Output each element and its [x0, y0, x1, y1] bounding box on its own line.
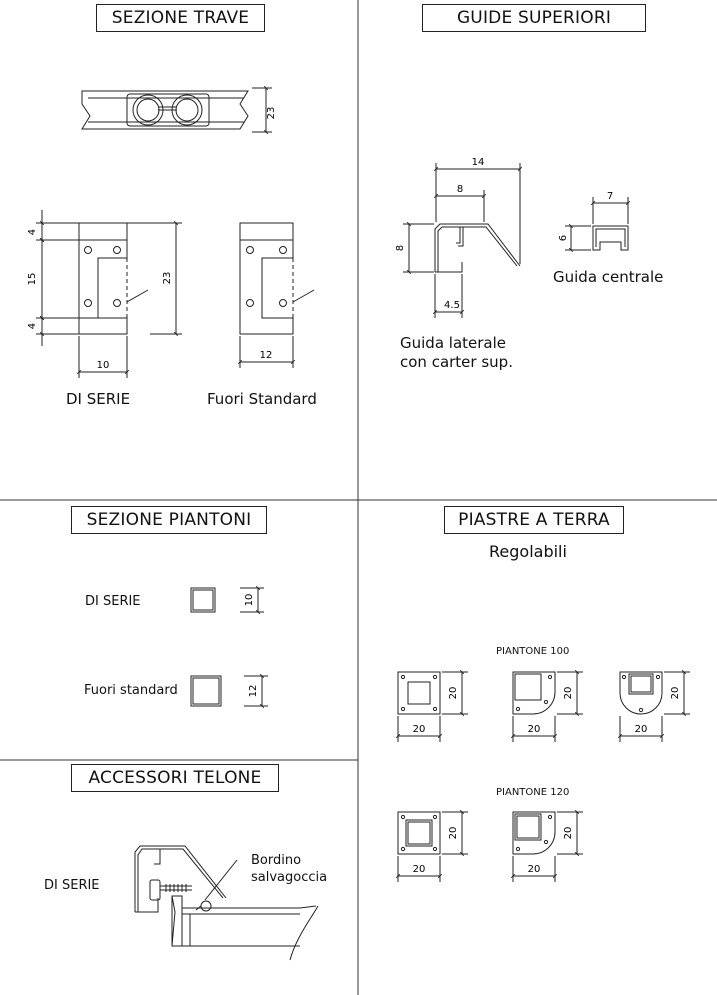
label-piantoni-fuori-standard: Fuori standard [84, 683, 178, 698]
piastra-120-square [395, 809, 468, 882]
piastra-100-square [395, 669, 468, 742]
trave-fuori-profile [237, 222, 315, 368]
piastra-100-square-dim-h: 20 [448, 687, 459, 700]
trave-dim-height: 23 [162, 272, 173, 285]
piastra-120-square-dim-h: 20 [448, 827, 459, 840]
title-guide-superiori: GUIDE SUPERIORI [422, 4, 646, 32]
piantoni-dim-fuori: 12 [248, 685, 259, 698]
trave-dim-fuori-width: 12 [260, 350, 273, 361]
guida-dim-14: 14 [472, 157, 485, 168]
label-piantone-100: PIANTONE 100 [496, 646, 570, 657]
piantoni-dim-serie: 10 [244, 594, 255, 607]
label-trave-di-serie: DI SERIE [66, 390, 131, 408]
title-piastre-a-terra: PIASTRE A TERRA [444, 506, 624, 534]
guida-dim-7: 7 [607, 191, 613, 202]
trave-dim-left-1: 4 [27, 229, 38, 235]
trave-top-section [81, 85, 272, 135]
label-guida-laterale-2: con carter sup. [400, 353, 513, 371]
trave-dim-left-3: 4 [27, 323, 38, 329]
trave-serie-profile [36, 210, 182, 378]
piastra-100-round [617, 669, 690, 742]
piastre-subtitle: Regolabili [489, 542, 567, 561]
label-trave-fuori-standard: Fuori Standard [207, 390, 317, 408]
label-bordino-2: salvagoccia [251, 870, 328, 885]
piastra-120-corner-dim-w: 20 [528, 864, 541, 875]
piastra-100-corner-dim-w: 20 [528, 724, 541, 735]
label-guida-laterale-1: Guida laterale [400, 334, 507, 352]
title-sezione-trave: SEZIONE TRAVE [96, 4, 265, 32]
guida-laterale-drawing [403, 163, 523, 318]
piastra-120-square-dim-w: 20 [413, 864, 426, 875]
guida-dim-8-top: 8 [457, 184, 463, 195]
piantoni-drawings [190, 585, 268, 709]
telone-drawing [134, 845, 319, 961]
piastra-120-corner-dim-h: 20 [563, 827, 574, 840]
trave-dim-serie-width: 10 [97, 360, 110, 371]
piastra-100-corner [510, 669, 583, 742]
piastra-100-square-dim-w: 20 [413, 724, 426, 735]
trave-dim-left-2: 15 [27, 273, 38, 286]
title-accessori-telone: ACCESSORI TELONE [71, 764, 279, 792]
label-guida-centrale: Guida centrale [553, 268, 664, 286]
label-bordino-1: Bordino [251, 853, 302, 868]
trave-dim-top: 23 [266, 107, 277, 120]
label-telone-di-serie: DI SERIE [44, 878, 100, 893]
guida-centrale-drawing [565, 197, 631, 253]
label-piantoni-di-serie: DI SERIE [85, 594, 141, 609]
piastra-120-corner [510, 809, 583, 882]
guida-dim-45: 4.5 [444, 300, 460, 311]
piastra-100-corner-dim-h: 20 [563, 687, 574, 700]
guida-dim-8-side: 8 [395, 245, 406, 251]
guida-dim-6: 6 [558, 235, 569, 241]
title-sezione-piantoni: SEZIONE PIANTONI [71, 506, 267, 534]
piastra-100-round-dim-h: 20 [670, 687, 681, 700]
label-piantone-120: PIANTONE 120 [496, 787, 570, 798]
piastra-100-round-dim-w: 20 [635, 724, 648, 735]
